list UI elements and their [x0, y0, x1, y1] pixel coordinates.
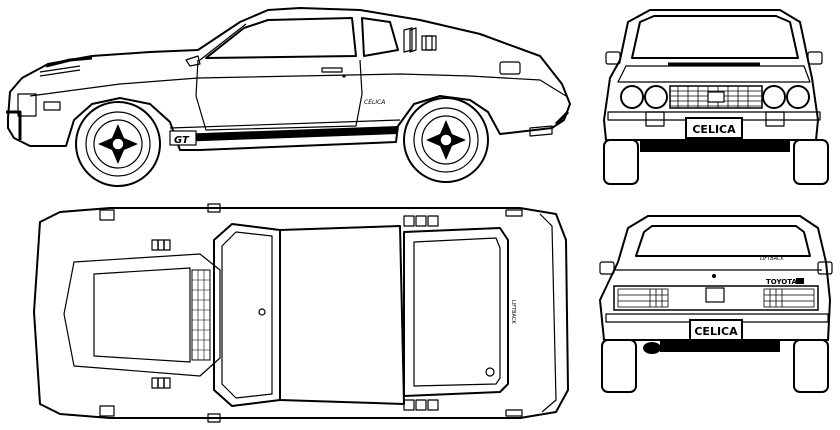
front-view: CELICA — [603, 9, 829, 185]
front-grille-emblem — [707, 91, 725, 103]
top-louvers-lower — [403, 399, 439, 411]
side-exhaust — [529, 125, 553, 137]
top-cowl-grille — [191, 269, 211, 361]
side-view: GT CELICA — [6, 7, 571, 187]
rear-tire-left — [601, 339, 637, 393]
top-mirror-upper — [207, 203, 221, 213]
top-front-marker-lower — [99, 405, 115, 417]
top-louvers-upper — [403, 215, 439, 227]
front-body-outline — [603, 9, 819, 141]
rear-taillight-left — [617, 288, 669, 308]
side-front-bumper — [6, 110, 22, 140]
front-headlight-inner-right — [762, 85, 786, 109]
top-liftback-script: LIFTBACK — [510, 300, 516, 324]
rear-liftback-script: LIFTBACK — [760, 256, 785, 262]
side-rear-louvers — [403, 27, 437, 53]
side-gt-badge-box — [169, 130, 197, 146]
top-rear-wiper-pivot — [485, 367, 495, 377]
front-license-plate — [685, 117, 743, 139]
front-bumper-guard-right — [765, 111, 785, 127]
top-mirror-lower — [207, 413, 221, 423]
front-mirror-right — [807, 51, 823, 65]
front-hood — [617, 65, 811, 83]
rear-keyhole — [712, 274, 716, 278]
front-headlight-outer-right — [786, 85, 810, 109]
side-door-handle — [321, 67, 343, 73]
side-celica-script: CELICA — [364, 99, 385, 106]
top-body-outline — [33, 207, 569, 419]
front-mirror-left — [605, 51, 621, 65]
rear-window — [635, 225, 811, 257]
rear-taillight-panel — [613, 285, 819, 311]
top-rear-marker-upper — [505, 209, 523, 217]
top-hood-bulge — [93, 267, 191, 363]
side-door-lock — [342, 74, 346, 78]
top-view: LIFTBACK — [33, 203, 569, 423]
side-rear-window — [361, 17, 399, 57]
side-a-pillar — [199, 23, 247, 61]
side-beltline — [29, 73, 567, 97]
side-gt-badge: GT — [174, 135, 190, 146]
rear-tire-right — [793, 339, 829, 393]
top-rear-hatch-glass — [403, 227, 509, 397]
side-front-window — [205, 17, 357, 59]
front-bumper-guard-left — [645, 111, 665, 127]
side-rear-bumper — [554, 110, 570, 126]
front-plate-text: CELICA — [692, 123, 736, 136]
rear-center-emblem — [705, 287, 725, 303]
side-mirror — [185, 55, 201, 67]
front-headlight-inner-left — [644, 85, 668, 109]
top-antenna — [258, 308, 266, 316]
side-rocker-line — [169, 119, 401, 129]
side-hood-scoop — [45, 56, 93, 68]
front-valance — [640, 140, 790, 152]
front-grille-mesh — [670, 86, 762, 108]
rear-plate-text: CELICA — [694, 325, 738, 338]
rear-toyota-badge: TOYOTA — [766, 278, 797, 286]
front-windshield — [631, 15, 799, 59]
top-rear-marker-lower — [505, 409, 523, 417]
rear-toyota-badge-box — [796, 278, 804, 284]
side-front-lamp — [17, 93, 37, 117]
side-rear-wheel — [403, 97, 489, 183]
top-cowl-mesh — [192, 270, 210, 360]
side-gt-stripe — [176, 126, 398, 142]
front-tire-left — [603, 139, 639, 185]
side-fuel-cap — [499, 61, 521, 75]
front-tire-right — [793, 139, 829, 185]
top-roof — [279, 225, 405, 405]
front-headlight-outer-left — [620, 85, 644, 109]
side-door-outline — [195, 59, 363, 131]
rear-mirror-right — [817, 261, 833, 275]
top-hood-vent-upper — [151, 239, 171, 251]
rear-valance — [660, 340, 780, 352]
rear-taillight-right — [763, 288, 815, 308]
side-front-wheel — [75, 101, 161, 187]
top-windshield-inner — [221, 231, 273, 399]
top-hood-vent-lower — [151, 377, 171, 389]
rear-exhaust-pipe — [643, 342, 661, 354]
side-hood-vent — [39, 65, 81, 77]
top-rear-edge — [539, 213, 557, 413]
rear-mirror-left — [599, 261, 615, 275]
side-body-outline — [7, 7, 571, 151]
side-front-marker — [43, 101, 61, 111]
top-hood — [63, 253, 221, 377]
top-windshield — [213, 223, 281, 407]
top-rear-hatch-inner — [413, 237, 501, 387]
rear-view: LIFTBACK TOYOTA CELICA — [599, 215, 833, 393]
top-front-marker-upper — [99, 209, 115, 221]
